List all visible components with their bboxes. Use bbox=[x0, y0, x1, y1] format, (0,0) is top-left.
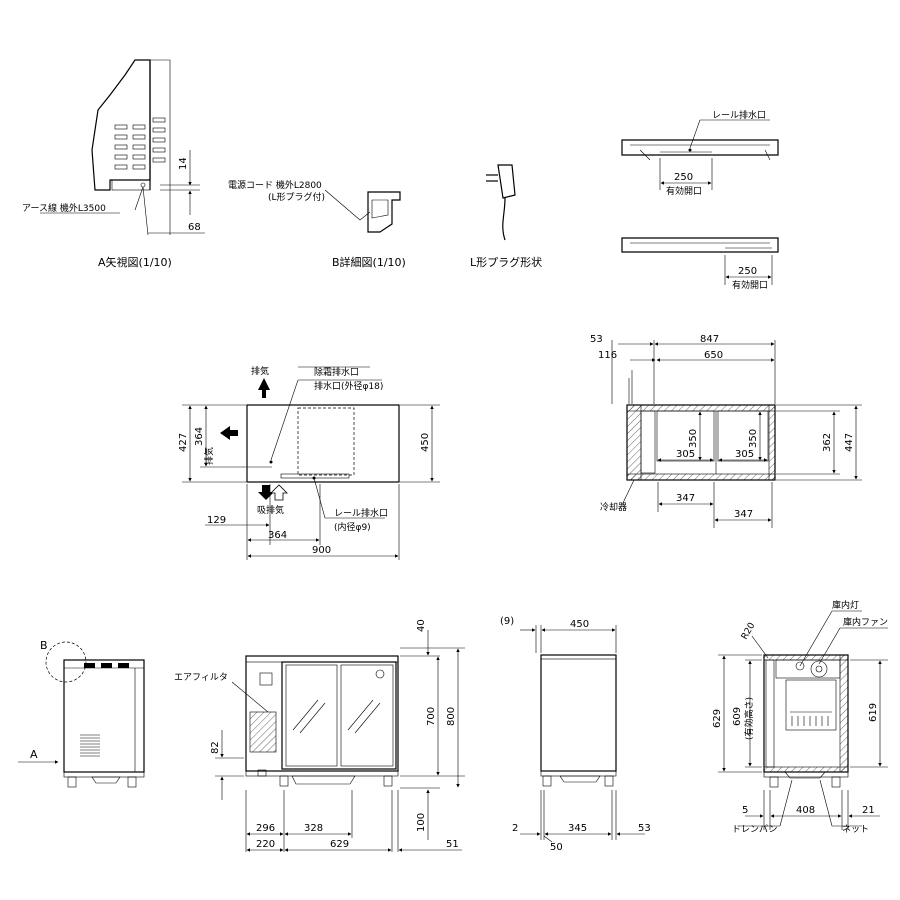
view-a-caption: A矢視図(1/10) bbox=[98, 255, 172, 269]
dim-650: 650 bbox=[704, 350, 723, 361]
dim-364-v: 364 bbox=[194, 427, 205, 446]
dim-9: (9) bbox=[500, 616, 514, 627]
effective-opening-a: 有効開口 bbox=[666, 185, 702, 197]
dim-116: 116 bbox=[598, 350, 617, 361]
view-a-mark: A bbox=[30, 748, 38, 761]
dim-447: 447 bbox=[844, 433, 855, 452]
dim-50: 50 bbox=[550, 842, 563, 853]
section-view: 53 847 116 650 350 350 305 305 362 447 3… bbox=[590, 334, 862, 528]
inner-light-label: 庫内灯 bbox=[832, 599, 859, 611]
dim-129: 129 bbox=[207, 515, 226, 526]
dim-700: 700 bbox=[426, 707, 437, 726]
dim-5: 5 bbox=[742, 805, 748, 816]
detail-b-mark: B bbox=[40, 639, 48, 652]
right-side-view: 450 (9) 2 345 53 50 bbox=[500, 616, 651, 853]
radius-label: R20 bbox=[740, 621, 758, 642]
dim-250-b: 250 bbox=[738, 266, 757, 277]
dim-328: 328 bbox=[304, 823, 323, 834]
dim-364-h: 364 bbox=[268, 530, 287, 541]
exhaust-label-side: 排気 bbox=[203, 447, 215, 465]
earth-wire-label: アース線 機外L3500 bbox=[22, 202, 106, 214]
dim-220: 220 bbox=[256, 839, 275, 850]
vent-slots bbox=[114, 117, 166, 170]
dim-2: 2 bbox=[512, 823, 518, 834]
dim-350-b: 350 bbox=[748, 429, 759, 448]
dim-350-a: 350 bbox=[688, 429, 699, 448]
dim-347-b: 347 bbox=[734, 509, 753, 520]
dim-800: 800 bbox=[446, 707, 457, 726]
drain-pan-label: ドレンパン bbox=[732, 824, 777, 835]
dim-629-h: 629 bbox=[330, 839, 349, 850]
inner-fan-label: 庫内ファン bbox=[843, 616, 888, 628]
effective-height-label: (有効高さ) bbox=[743, 697, 755, 740]
dim-51: 51 bbox=[446, 839, 459, 850]
dim-40: 40 bbox=[416, 619, 427, 632]
intake-exhaust-label: 吸排気 bbox=[257, 504, 284, 516]
dim-847: 847 bbox=[700, 334, 719, 345]
grille bbox=[80, 734, 100, 757]
net-label: ネット bbox=[842, 824, 869, 835]
dim-296: 296 bbox=[256, 823, 275, 834]
drain-outer-label: 排水口(外径φ18) bbox=[314, 380, 383, 392]
view-a-side-detail: 14 68 アース線 機外L3500 A矢視図(1/10) bbox=[22, 59, 205, 269]
rail-drain-inner-label: レール排水口 bbox=[334, 507, 388, 519]
side-view-left: B A bbox=[18, 639, 145, 788]
plug-shape-caption: L形プラグ形状 bbox=[470, 255, 542, 269]
dim-305-b: 305 bbox=[735, 449, 754, 460]
dim-68: 68 bbox=[188, 222, 201, 233]
rail-drain-label: レール排水口 bbox=[712, 109, 766, 121]
detail-b: 電源コード 機外L2800 (L形プラグ付) B詳細図(1/10) bbox=[228, 179, 406, 269]
plug-note-label: (L形プラグ付) bbox=[268, 191, 325, 203]
air-filter-label: エアフィルタ bbox=[174, 672, 228, 683]
dim-250-a: 250 bbox=[674, 172, 693, 183]
power-cord-label: 電源コード 機外L2800 bbox=[228, 179, 322, 191]
dim-408: 408 bbox=[796, 805, 815, 816]
dim-21: 21 bbox=[862, 805, 875, 816]
dim-900: 900 bbox=[312, 545, 331, 556]
dim-609: 609 bbox=[732, 707, 743, 726]
dim-53-sec: 53 bbox=[590, 334, 603, 345]
interior-section: 庫内灯 庫内ファン R20 629 609 (有効高さ) 619 5 408 2… bbox=[712, 599, 888, 835]
dim-100: 100 bbox=[416, 813, 427, 832]
effective-opening-b: 有効開口 bbox=[732, 279, 768, 291]
inner-dia-label: (内径φ9) bbox=[334, 521, 371, 533]
dim-53-s: 53 bbox=[638, 823, 651, 834]
detail-b-caption: B詳細図(1/10) bbox=[332, 255, 406, 269]
front-view: エアフィルタ 40 700 800 100 82 296 328 220 bbox=[174, 619, 465, 852]
dim-345: 345 bbox=[568, 823, 587, 834]
dim-82: 82 bbox=[210, 741, 221, 754]
cooler-label: 冷却器 bbox=[600, 501, 627, 513]
dim-14: 14 bbox=[178, 157, 189, 170]
dim-305-a: 305 bbox=[676, 449, 695, 460]
l-plug-shape: L形プラグ形状 bbox=[470, 164, 542, 269]
dim-450-s: 450 bbox=[570, 619, 589, 630]
dim-629-v: 629 bbox=[712, 709, 723, 728]
exhaust-label-top: 排気 bbox=[251, 365, 269, 377]
dim-450-v: 450 bbox=[420, 433, 431, 452]
top-view: 除霜排水口 排水口(外径φ18) 排気 排気 吸排気 レール排水口 (内径φ9)… bbox=[178, 365, 440, 560]
dim-362: 362 bbox=[822, 433, 833, 452]
defrost-drain-label: 除霜排水口 bbox=[314, 366, 359, 378]
dim-427: 427 bbox=[178, 433, 189, 452]
dim-619: 619 bbox=[868, 703, 879, 722]
dim-347-a: 347 bbox=[676, 493, 695, 504]
rail-drain-views: レール排水口 250 有効開口 250 有効開口 bbox=[621, 109, 779, 291]
